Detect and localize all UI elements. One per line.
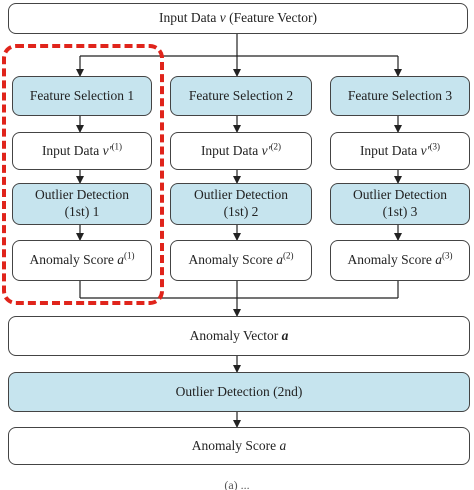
feature-selection-1-num: 1 bbox=[127, 87, 135, 103]
input-data-3-label: Input Data bbox=[359, 142, 418, 158]
anomaly-vector-var: a bbox=[281, 327, 289, 343]
outlier-detection-2nd-label: Outlier Detection (2nd) bbox=[175, 383, 303, 399]
anomaly-score-1-label: Anomaly Score bbox=[29, 252, 114, 268]
final-anomaly-score-label: Anomaly Score bbox=[191, 437, 277, 453]
feature-selection-2-box: Feature Selection 2 bbox=[170, 76, 312, 116]
input-data-2-var: v' bbox=[261, 142, 271, 158]
input-data-1-box: Input Data v'(1) bbox=[12, 132, 152, 170]
anomaly-score-3-var: a bbox=[435, 252, 442, 268]
feature-selection-1-label: Feature Selection bbox=[29, 87, 124, 103]
anomaly-score-3-label: Anomaly Score bbox=[347, 252, 432, 268]
anomaly-score-2-label: Anomaly Score bbox=[188, 252, 273, 268]
figure-caption: (a) ... bbox=[224, 478, 250, 490]
anomaly-score-3-sup: (3) bbox=[441, 250, 453, 261]
outlier-detection-2-line1: Outlier Detection bbox=[193, 187, 289, 203]
input-data-1-label: Input Data bbox=[41, 142, 100, 158]
input-data-box: Input Data v (Feature Vector) bbox=[8, 3, 468, 34]
final-anomaly-score-var: a bbox=[279, 437, 287, 453]
feature-selection-1-box: Feature Selection 1 bbox=[12, 76, 152, 116]
input-data-label: Input Data bbox=[159, 10, 217, 26]
outlier-detection-2nd-box: Outlier Detection (2nd) bbox=[8, 372, 470, 412]
input-data-var: v bbox=[219, 10, 226, 26]
input-data-3-sup: (3) bbox=[429, 141, 441, 152]
feature-selection-3-num: 3 bbox=[445, 87, 453, 103]
outlier-detection-1-line2: (1st) 1 bbox=[64, 204, 100, 219]
feature-selection-2-num: 2 bbox=[286, 87, 294, 103]
outlier-detection-3-box: Outlier Detection (1st) 3 bbox=[330, 183, 470, 225]
outlier-detection-1-line1: Outlier Detection bbox=[34, 187, 130, 203]
anomaly-score-1-sup: (1) bbox=[123, 250, 135, 261]
outlier-detection-3-line1: Outlier Detection bbox=[352, 187, 448, 203]
outlier-detection-2-line2: (1st) 2 bbox=[223, 204, 259, 219]
outlier-detection-1-box: Outlier Detection (1st) 1 bbox=[12, 183, 152, 225]
anomaly-score-2-var: a bbox=[276, 252, 283, 268]
input-data-2-box: Input Data v'(2) bbox=[170, 132, 312, 170]
input-data-1-sup: (1) bbox=[111, 141, 123, 152]
outlier-detection-3-line2: (1st) 3 bbox=[382, 204, 418, 219]
input-data-3-var: v' bbox=[420, 142, 430, 158]
anomaly-score-3-box: Anomaly Score a(3) bbox=[330, 240, 470, 281]
feature-selection-2-label: Feature Selection bbox=[188, 87, 283, 103]
anomaly-score-1-var: a bbox=[117, 252, 124, 268]
outlier-detection-2-box: Outlier Detection (1st) 2 bbox=[170, 183, 312, 225]
input-data-suffix: (Feature Vector) bbox=[225, 10, 317, 26]
feature-selection-3-box: Feature Selection 3 bbox=[330, 76, 470, 116]
input-data-3-box: Input Data v'(3) bbox=[330, 132, 470, 170]
anomaly-vector-box: Anomaly Vector a bbox=[8, 316, 470, 356]
feature-selection-3-label: Feature Selection bbox=[347, 87, 442, 103]
final-anomaly-score-box: Anomaly Score a bbox=[8, 427, 470, 465]
anomaly-vector-label: Anomaly Vector bbox=[189, 327, 279, 343]
input-data-2-label: Input Data bbox=[200, 142, 259, 158]
anomaly-score-1-box: Anomaly Score a(1) bbox=[12, 240, 152, 281]
anomaly-score-2-box: Anomaly Score a(2) bbox=[170, 240, 312, 281]
input-data-1-var: v' bbox=[102, 142, 112, 158]
anomaly-score-2-sup: (2) bbox=[282, 250, 294, 261]
input-data-2-sup: (2) bbox=[270, 141, 282, 152]
